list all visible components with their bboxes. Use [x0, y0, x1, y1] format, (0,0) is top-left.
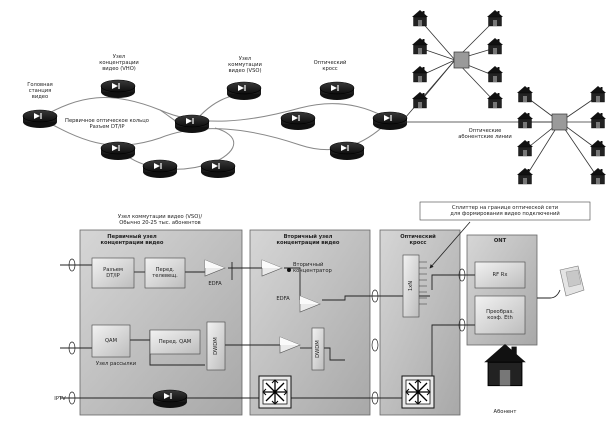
label-edfa-1: EDFA — [208, 281, 222, 287]
label-distribution: Узел рассылки — [95, 361, 137, 367]
qam-box — [91, 324, 131, 358]
label-dwdm-2: DWDM — [315, 340, 321, 358]
label-vso-caption: Узел коммутации видео (VSO)/ Обычно 20-2… — [117, 214, 203, 226]
house-icon — [516, 111, 534, 129]
splitter-ports — [419, 261, 427, 305]
label-dwdm-1: DWDM — [213, 337, 219, 355]
label-optical-cross-title: Оптический кросс — [400, 234, 436, 246]
label-subscriber-lines: Оптические абонентские линии — [458, 128, 512, 140]
house-icon — [589, 111, 607, 129]
dwdm-box-2 — [311, 327, 325, 371]
label-dtip: Разъем DT/IP — [103, 267, 123, 279]
router-optical-cross — [372, 111, 408, 131]
label-qam-transmitter: Перед. QAM — [158, 339, 192, 345]
label-vso: Узел коммутации видео (VSO) — [228, 56, 262, 74]
label-splitter-1xN: 1xN — [408, 280, 414, 292]
splitter-callout-arrow — [429, 221, 471, 269]
switch-icon — [258, 375, 292, 409]
label-tv-transmitter: Перед. телевещ. — [152, 267, 178, 279]
label-secondary-concentrator: Вторичный концентратор — [293, 262, 332, 274]
splitter-icon — [551, 113, 568, 131]
router-ring-4 — [200, 159, 236, 179]
rfrx-box — [474, 261, 526, 289]
house-icon — [516, 85, 534, 103]
label-splitter-note: Сплиттер на границе оптической сети для … — [450, 205, 560, 217]
label-optical-cross-top: Оптический кросс — [313, 60, 347, 72]
router-head-station — [22, 109, 58, 129]
dwdm-box-1 — [206, 321, 226, 371]
house-icon — [486, 65, 504, 83]
router-ring-1 — [100, 141, 136, 161]
label-head-station: Головная станция видео — [27, 82, 53, 100]
subscriber-lines — [404, 19, 599, 179]
label-iptv: IPTV — [54, 396, 66, 402]
router-ring-3 — [174, 114, 210, 134]
dtip-box — [91, 257, 135, 289]
house-icon — [411, 9, 429, 27]
house-icon — [411, 65, 429, 83]
label-rfrx: RF Rx — [492, 272, 508, 278]
splitter-icon — [453, 51, 470, 69]
label-ont-title: ONT — [493, 238, 507, 244]
label-secondary-title: Вторичный узел концентрации видео — [276, 234, 340, 246]
label-subscriber: Абонент — [493, 409, 517, 415]
house-icon — [516, 167, 534, 185]
house-icon — [486, 91, 504, 109]
converter-box — [474, 295, 526, 335]
house-icon — [589, 85, 607, 103]
router-ring-2 — [142, 159, 178, 179]
router-ring-5 — [280, 111, 316, 131]
label-vho: Узел концентрации видео (VHO) — [99, 54, 139, 72]
house-icon — [516, 139, 534, 157]
phone-icon — [559, 265, 585, 297]
fiber-loops — [68, 258, 466, 405]
house-icon — [486, 37, 504, 55]
house-icon — [411, 37, 429, 55]
router-iptv — [152, 389, 188, 409]
router-ring-7 — [329, 141, 365, 161]
qam-transmitter-box — [149, 329, 201, 355]
router-ring-6 — [319, 81, 355, 101]
label-primary-title: Первичный узел концентрации видео — [100, 234, 164, 246]
label-qam: QAM — [104, 338, 118, 344]
splitter-note-box — [419, 201, 591, 221]
label-edfa-2: EDFA — [276, 296, 290, 302]
secondary-concentrator-dot — [287, 268, 291, 272]
tv-transmitter-box — [144, 257, 186, 289]
label-ring: Первичное оптическое кольцо Разъем DT/IP — [65, 118, 149, 130]
router-vso — [226, 81, 262, 101]
label-converter: Преобраз. коэф. Eth — [486, 309, 514, 321]
house-icon — [589, 139, 607, 157]
switch-icon — [401, 375, 435, 409]
house-icon — [486, 9, 504, 27]
router-vho — [100, 79, 136, 99]
house-icon — [484, 344, 526, 387]
